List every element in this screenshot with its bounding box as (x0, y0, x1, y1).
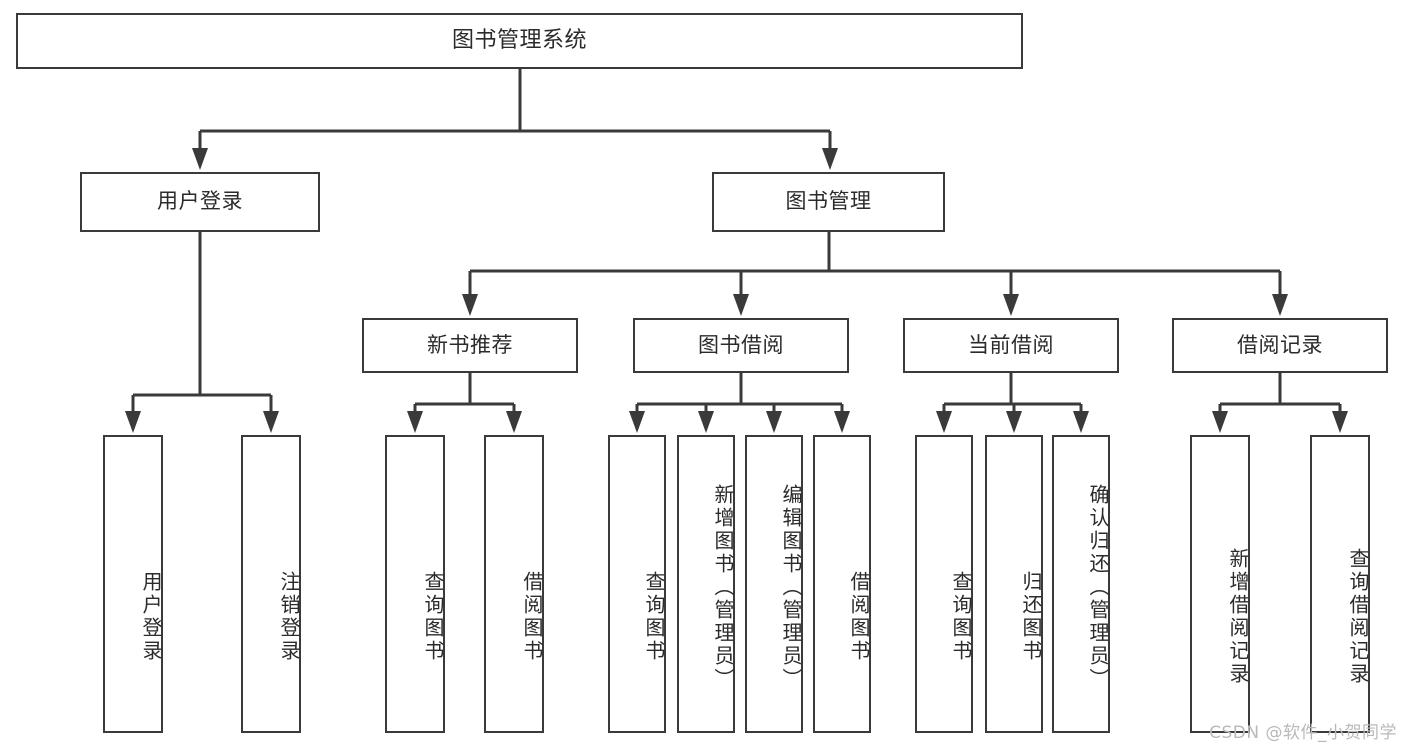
node-label: 注销登录 (277, 571, 301, 663)
node-label: 确认归还（管理员） (1086, 483, 1110, 691)
node-leaf-13[interactable]: 查询借阅记录 (1310, 435, 1370, 733)
node-root-system[interactable]: 图书管理系统 (16, 13, 1023, 69)
arrow-current-borrow (1003, 271, 1019, 316)
node-label: 当前借阅 (968, 332, 1054, 357)
arrow-cb-2 (1006, 404, 1022, 433)
arrow-nb-2 (506, 404, 522, 433)
node-leaf-9[interactable]: 查询图书 (915, 435, 973, 733)
arrow-cb-3 (1073, 404, 1089, 433)
arrow-bb-2 (698, 404, 714, 433)
arrow-bb-4 (834, 404, 850, 433)
arrow-cb-1 (936, 404, 952, 433)
node-level3-1[interactable]: 新书推荐 (362, 318, 578, 373)
node-leaf-10[interactable]: 归还图书 (985, 435, 1043, 733)
node-leaf-2[interactable]: 注销登录 (241, 435, 301, 733)
node-label: 图书管理系统 (451, 27, 587, 53)
arrow-book-borrow (733, 271, 749, 316)
node-leaf-8[interactable]: 借阅图书 (813, 435, 871, 733)
node-label: 编辑图书（管理员） (779, 483, 803, 691)
node-label: 用户登录 (139, 571, 163, 663)
node-level3-3[interactable]: 当前借阅 (903, 318, 1119, 373)
node-label: 图书管理 (785, 189, 872, 214)
node-level3-2[interactable]: 图书借阅 (633, 318, 849, 373)
node-leaf-11[interactable]: 确认归还（管理员） (1052, 435, 1110, 733)
node-label: 归还图书 (1019, 571, 1043, 663)
node-leaf-5[interactable]: 查询图书 (608, 435, 666, 733)
node-leaf-6[interactable]: 新增图书（管理员） (677, 435, 735, 733)
arrow-nb-1 (407, 404, 423, 433)
node-leaf-1[interactable]: 用户登录 (103, 435, 163, 733)
node-label: 查询图书 (642, 571, 666, 663)
node-leaf-7[interactable]: 编辑图书（管理员） (745, 435, 803, 733)
node-level2-1[interactable]: 用户登录 (80, 172, 320, 232)
arrow-br-2 (1332, 404, 1348, 433)
arrow-borrow-record (1272, 271, 1288, 316)
node-label: 借阅记录 (1237, 332, 1323, 357)
arrow-user-login (192, 131, 208, 170)
arrow-bb-1 (629, 404, 645, 433)
node-label: 用户登录 (157, 189, 243, 214)
arrow-book-manage (822, 131, 838, 170)
watermark-label: CSDN @软件_小贺同学 (1209, 723, 1397, 743)
node-label: 借阅图书 (847, 571, 871, 663)
arrow-bb-3 (766, 404, 782, 433)
node-label: 新增借阅记录 (1226, 548, 1250, 686)
node-label: 新增图书（管理员） (711, 483, 735, 691)
arrow-leaf-user-login (125, 395, 141, 433)
arrow-new-book-rec (462, 271, 478, 316)
arrow-leaf-logout (263, 395, 279, 433)
node-label: 查询图书 (421, 571, 445, 663)
node-leaf-4[interactable]: 借阅图书 (484, 435, 544, 733)
node-label: 借阅图书 (520, 571, 544, 663)
node-level3-4[interactable]: 借阅记录 (1172, 318, 1388, 373)
node-leaf-3[interactable]: 查询图书 (385, 435, 445, 733)
node-level2-2[interactable]: 图书管理 (712, 172, 945, 232)
node-label: 查询借阅记录 (1346, 548, 1370, 686)
node-label: 图书借阅 (698, 332, 784, 357)
node-leaf-12[interactable]: 新增借阅记录 (1190, 435, 1250, 733)
node-label: 查询图书 (949, 571, 973, 663)
arrow-br-1 (1212, 404, 1228, 433)
node-label: 新书推荐 (427, 332, 513, 357)
